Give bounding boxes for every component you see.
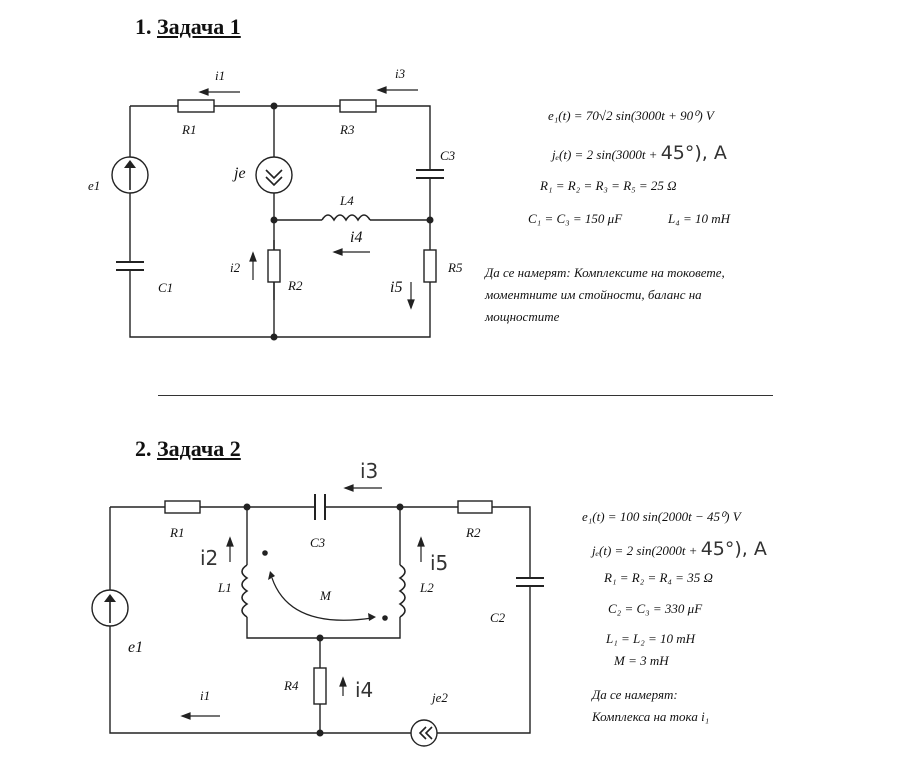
i5-label: i5 [390, 279, 402, 296]
p2-r-formula: R₁ = R₂ = R₄ = 35 Ω [604, 570, 713, 585]
R4-resistor [313, 667, 327, 705]
p2-m-formula: M = 3 mH [614, 653, 669, 668]
i3-label: i3 [395, 66, 406, 81]
R2-resistor-2 [457, 500, 493, 514]
e1-voltage-source-icon [111, 156, 149, 194]
nodes2 [243, 503, 404, 737]
p1-task-line: моментните им стойности, баланс на [485, 287, 702, 302]
i1-label: i1 [215, 68, 225, 83]
p2-l-formula: L₁ = L₂ = 10 mH [606, 631, 696, 646]
i2-label: i2 [230, 260, 241, 275]
M-label: M [319, 588, 332, 603]
p2-e1-formula: e₁(t) = 100 sin(2000t − 45⁰) V [582, 509, 741, 524]
problem1-title: 1. Задача 1 [135, 14, 241, 40]
R1-resistor [177, 99, 215, 113]
L1-label: L1 [217, 580, 232, 595]
R5-label: R5 [447, 260, 463, 275]
L2-label: L2 [419, 580, 434, 595]
p1-r-formula: R₁ = R₂ = R₃ = R₅ = 25 Ω [540, 178, 677, 193]
L2-inductor [398, 564, 406, 618]
L1-inductor [241, 564, 249, 618]
e1-voltage-source-icon-2 [91, 589, 129, 627]
nodes1 [270, 102, 434, 341]
p2-je-handwritten: 45°), A [700, 538, 767, 560]
R2-resistor [267, 249, 281, 283]
section-divider [158, 395, 773, 396]
i1-label-2: i1 [200, 688, 210, 703]
L4-label: L4 [339, 193, 354, 208]
C3-label-2: C3 [310, 535, 326, 550]
L1-dot [262, 550, 268, 556]
p1-c-formula: C₁ = C₃ = 150 μF [528, 211, 623, 226]
R4-label: R4 [283, 678, 299, 693]
C1-label: C1 [158, 280, 173, 295]
p1-je-printed: jₑ(t) = 2 sin(3000t + [552, 147, 658, 162]
C2-capacitor [516, 577, 544, 587]
p1-e1-formula: e₁(t) = 70√2 sin(3000t + 90⁰) V [548, 108, 714, 123]
problem1-number: 1. [135, 14, 152, 39]
C3-capacitor-2 [314, 494, 326, 520]
circuit1 [129, 105, 431, 338]
p2-c-formula: C₂ = C₃ = 330 μF [608, 601, 703, 616]
p2-task-line: Да се намерят: [592, 687, 678, 702]
p1-je-formula: jₑ(t) = 2 sin(3000t + 45°), A [552, 142, 727, 164]
je-label: je [232, 165, 246, 182]
current-arrows1 [198, 86, 418, 310]
C2-label: C2 [490, 610, 506, 625]
R2-label-2: R2 [465, 525, 481, 540]
p1-je-handwritten: 45°), A [660, 142, 727, 164]
R3-resistor [339, 99, 377, 113]
C3-label: C3 [440, 148, 456, 163]
p1-l-formula: L₄ = 10 mH [668, 211, 731, 226]
je2-current-source-icon [410, 719, 438, 747]
p1-task-line: мощностите [485, 309, 560, 324]
problem1-heading: Задача 1 [157, 14, 241, 39]
p2-je-formula: jₑ(t) = 2 sin(2000t + 45°), A [592, 538, 767, 560]
R1-label: R1 [181, 122, 196, 137]
e1-label: e1 [88, 178, 100, 193]
p2-task-line: Комплекса на тока i₁ [592, 709, 710, 724]
R2-label: R2 [287, 278, 303, 293]
i3-handwritten-label: i3 [360, 459, 378, 483]
circuit2 [109, 506, 531, 734]
i4-handwritten-label: i4 [355, 678, 373, 702]
L2-dot [382, 615, 388, 621]
current-arrows2 [180, 484, 425, 720]
R3-label: R3 [339, 122, 355, 137]
R5-resistor [423, 249, 437, 283]
R1-label-2: R1 [169, 525, 184, 540]
R1-resistor-2 [164, 500, 201, 514]
e1-label-2: e1 [128, 639, 143, 656]
p2-je-printed: jₑ(t) = 2 sin(2000t + [592, 543, 698, 558]
problem2-title: 2. Задача 2 [135, 436, 241, 462]
p1-task: Да се намерят: Комплексите на токовете, … [485, 262, 725, 328]
i5-handwritten-label: i5 [430, 551, 448, 575]
je-current-source-icon [255, 156, 293, 194]
L4-inductor [321, 214, 371, 222]
i4-label: i4 [350, 229, 362, 246]
je2-label: je2 [430, 690, 448, 705]
p1-task-line: Да се намерят: Комплексите на токовете, [485, 265, 725, 280]
p2-task: Да се намерят: Комплекса на тока i₁ [592, 684, 709, 728]
mutual-arrow [271, 577, 373, 621]
problem2-heading: Задача 2 [157, 436, 241, 461]
C3-capacitor [416, 169, 444, 179]
problem2-number: 2. [135, 436, 152, 461]
i2-handwritten-label: i2 [200, 546, 218, 570]
C1-capacitor [116, 261, 144, 271]
